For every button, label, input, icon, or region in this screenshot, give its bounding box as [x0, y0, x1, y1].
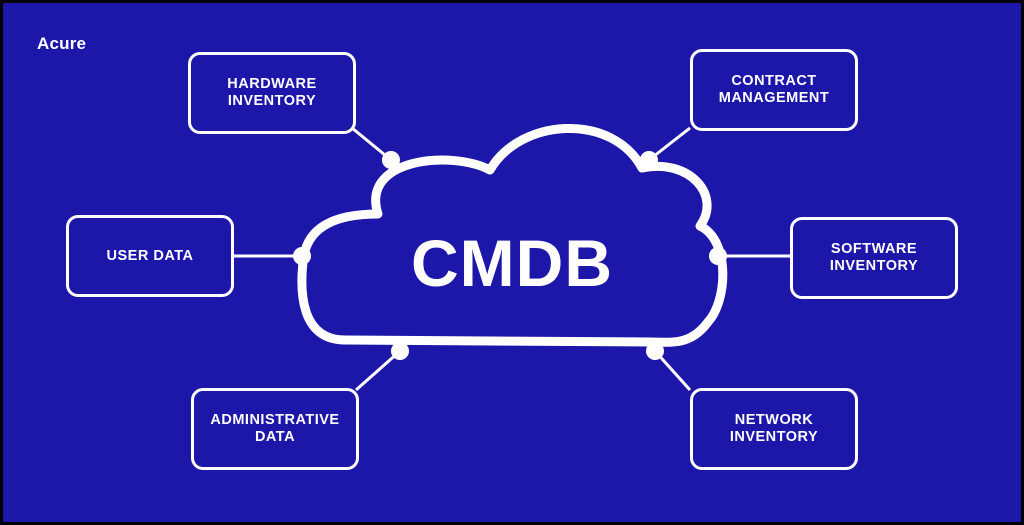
acure-logo: Acure: [37, 34, 87, 53]
diagram-canvas: Acure HARDWARE INVENTORY CONTRACT MANAGE…: [3, 3, 1021, 522]
node-contract-management: CONTRACT MANAGEMENT: [690, 49, 858, 131]
node-network-inventory-label: NETWORK INVENTORY: [729, 412, 819, 445]
node-software-inventory-label: SOFTWARE INVENTORY: [829, 241, 919, 274]
connector-dot-user-data: [293, 247, 311, 265]
node-administrative-data: ADMINISTRATIVE DATA: [191, 388, 359, 470]
node-administrative-data-label: ADMINISTRATIVE DATA: [210, 412, 340, 445]
node-software-inventory: SOFTWARE INVENTORY: [790, 217, 958, 299]
node-network-inventory: NETWORK INVENTORY: [690, 388, 858, 470]
cmdb-title: CMDB: [411, 226, 613, 300]
connector-administrative-data: [355, 349, 401, 392]
node-hardware-inventory: HARDWARE INVENTORY: [188, 52, 356, 134]
connector-dot-hardware-inventory: [382, 151, 400, 169]
cloud-shape: [297, 123, 728, 347]
node-contract-management-label: CONTRACT MANAGEMENT: [718, 73, 830, 106]
connector-dot-administrative-data: [391, 342, 409, 360]
node-user-data: USER DATA: [66, 215, 234, 297]
cmdb-diagram-graphic: [232, 123, 790, 392]
connector-dot-network-inventory: [646, 342, 664, 360]
connector-dot-contract-management: [640, 151, 658, 169]
connector-dot-software-inventory: [709, 247, 727, 265]
node-user-data-label: USER DATA: [106, 247, 194, 264]
node-hardware-inventory-label: HARDWARE INVENTORY: [227, 76, 317, 109]
